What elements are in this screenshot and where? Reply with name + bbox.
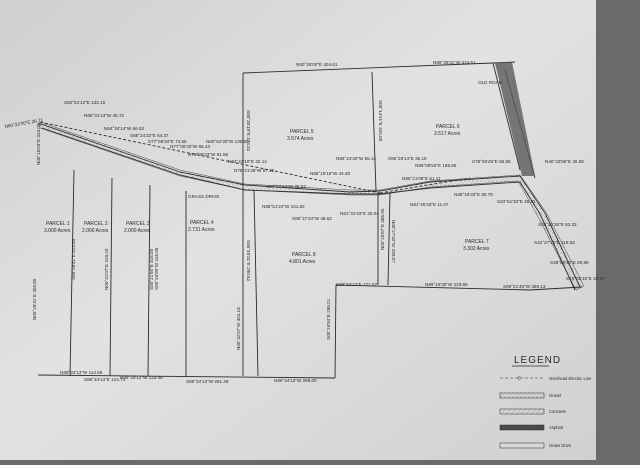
bearing-callout: S00°26'41"E 413.48	[71, 238, 76, 280]
bearing-callout: N40°33'56"E 46.58	[545, 159, 584, 164]
bearing-callout: N78°21'48"W 97.42	[234, 168, 275, 173]
bearing-callout: N00°27'32"W 290.07	[391, 220, 396, 263]
bearing-callout: N68°31'13"W 45.72	[84, 113, 125, 118]
parcel-3-name: PARCEL 3	[126, 221, 150, 227]
bearing-callout: S00°35'19"E 323.31	[246, 110, 251, 152]
bearing-callout: N64°34'14"W 66.62	[104, 126, 145, 131]
bearing-callout: N76°06'23"W 91.58	[188, 152, 229, 157]
old-road-label: OLD ROAD	[478, 80, 503, 85]
bearing-callouts: N00°25'00"E 404.61 N89°38'31"W 424.51 N6…	[4, 60, 605, 384]
bearing-callout: S77°06'33"E 74.65	[148, 139, 187, 144]
parcel-4-area: 2.731 Acres	[188, 227, 215, 233]
bearing-callout: N81°45'33"E 11.07	[410, 202, 449, 207]
bearing-callout: S48°56'42"E 80.86	[550, 260, 589, 265]
parcel-6-name: PARCEL 6	[436, 124, 460, 130]
parcel-1-area: 3.000 Acres	[44, 228, 71, 234]
bearing-callout: S50°51'12"E 132.15	[64, 100, 106, 105]
bearing-callout: S00°19'34"E 298.21	[326, 298, 331, 340]
grass-drive-label: GRASS DRIVE	[188, 194, 219, 199]
bearing-callout: N74°43'10"E 32.14	[228, 159, 267, 164]
bearing-callout: N86°18'15"W 44.48	[310, 171, 351, 176]
bearing-callout: S68°24'32"E 64.37	[130, 133, 169, 138]
bearing-callout: N60°22'00"E 36.71	[4, 117, 44, 129]
bearing-callout: N00°26'41"E 300.85	[32, 278, 37, 320]
legend-concrete-label: Concrete	[549, 409, 567, 414]
bearing-callout: S00°14'41"E 320.09	[378, 100, 383, 142]
parcel-4-name: PARCEL 4	[190, 220, 214, 226]
bearing-callout: N88°51'24"W 101.82	[262, 204, 305, 209]
bearing-callout: S89°21'45"W 388.13	[503, 284, 546, 289]
parcel-6-area: 3.517 Acres	[434, 131, 461, 137]
legend-asphalt-label: Asphalt	[549, 425, 564, 430]
legend-grass-drive-label: Grass Drive	[549, 443, 572, 448]
parcel-7-area: 3.302 Acres	[463, 246, 490, 252]
bearing-callout: N86°24'30"W 55.14	[336, 156, 377, 161]
bearing-callout: S86°28'14"E 36.18	[388, 156, 427, 161]
legend-item-gravel: Gravel	[499, 392, 561, 399]
parcel-5-area: 3.574 Acres	[287, 136, 314, 142]
legend-title: LEGEND	[514, 355, 561, 366]
bearing-callout: S15°05'18"E 33.47	[566, 276, 605, 281]
bearing-callout: S00°21'50"E 416.05	[149, 248, 154, 290]
bearing-callout: S00°34'09"W 416.05	[154, 247, 159, 290]
bearing-callout: S78°55'25"E 86.56	[472, 159, 511, 164]
bearing-callout: S23°51'33"E 46.81	[497, 199, 536, 204]
parcel-7-name: PARCEL 7	[465, 239, 489, 245]
parcel-3-area: 2.000 Acres	[124, 228, 151, 234]
bearing-callout: N89°38'31"W 424.51	[433, 60, 476, 65]
bearing-callout: N00°16'03"E 323.08	[36, 123, 41, 165]
bearing-callout: N77°08'33"W 65.43	[170, 144, 211, 149]
paper-sheet	[0, 0, 603, 460]
parcel-8-name: PARCEL 8	[292, 252, 316, 258]
legend-item-electric: E Overhead Electric Line	[500, 376, 592, 381]
bearing-callout: N85°21'08"E 61.11	[402, 176, 441, 181]
legend: LEGEND E Overhead Electric Line Gravel C…	[499, 355, 592, 449]
bearing-callout: N89°16'30"W 220.86	[425, 282, 468, 287]
parcel-1-name: PARCEL 1	[46, 221, 70, 227]
bearing-callout: S89°34'13"E 171.57	[336, 282, 378, 287]
legend-item-asphalt: Asphalt	[499, 424, 564, 431]
legend-item-concrete: Concrete	[499, 408, 567, 415]
bearing-callout: N00°25'57"E 386.90	[380, 208, 385, 250]
paper-edge-shadow	[596, 0, 640, 460]
bearing-callout: N81°31'33"E 30.04	[340, 211, 379, 216]
bearing-callout: N88°16'33"E 80.78	[454, 192, 493, 197]
old-road-strip	[495, 62, 535, 176]
parcel-2-area: 2.000 Acres	[82, 228, 109, 234]
bearing-callout: N00°31'07"E 418.20	[104, 248, 109, 290]
bearing-callout: N00°42'57"W 404.18	[236, 307, 241, 350]
parcel-5-name: PARCEL 5	[290, 129, 314, 135]
legend-gravel-label: Gravel	[549, 393, 561, 398]
parcel-labels: PARCEL 1 3.000 Acres PARCEL 2 2.000 Acre…	[44, 80, 503, 265]
gravel-drive	[39, 121, 585, 291]
bearing-callout: N89°34'13"W 299.00	[274, 378, 317, 383]
legend-electric-prefix: E	[518, 376, 521, 381]
bearing-callout: S38°31'36"E 83.33	[538, 222, 577, 227]
bearing-callout: N60°52'30"W 130.50	[206, 139, 249, 144]
bearing-callout: N00°25'00"E 404.61	[296, 62, 338, 67]
parcel-8-area: 4.801 Acres	[289, 259, 316, 265]
bearing-callout: S84°47'43"W 38.53	[266, 184, 306, 189]
bearing-callout: S89°34'13"E 124.74	[84, 377, 126, 382]
parcel-2-name: PARCEL 2	[84, 221, 108, 227]
bearing-callout: N89°34'13"W 133.46	[120, 375, 163, 380]
bearing-callout: S89°34'13"W 291.49	[186, 379, 229, 384]
bearing-callout: S88°37'24"W 48.62	[292, 216, 332, 221]
legend-item-grass-drive: Grass Drive	[499, 442, 572, 449]
bearing-callout: N86°08'53"E 186.66	[415, 163, 457, 168]
legend-electric-label: Overhead Electric Line	[549, 376, 592, 381]
bearing-callout: S42°37'16"E 118.92	[534, 240, 575, 245]
bearing-callout: S00°45'31"E 290.62	[246, 240, 251, 282]
bearing-callout: N89°34'13"W 114.56	[60, 370, 103, 375]
